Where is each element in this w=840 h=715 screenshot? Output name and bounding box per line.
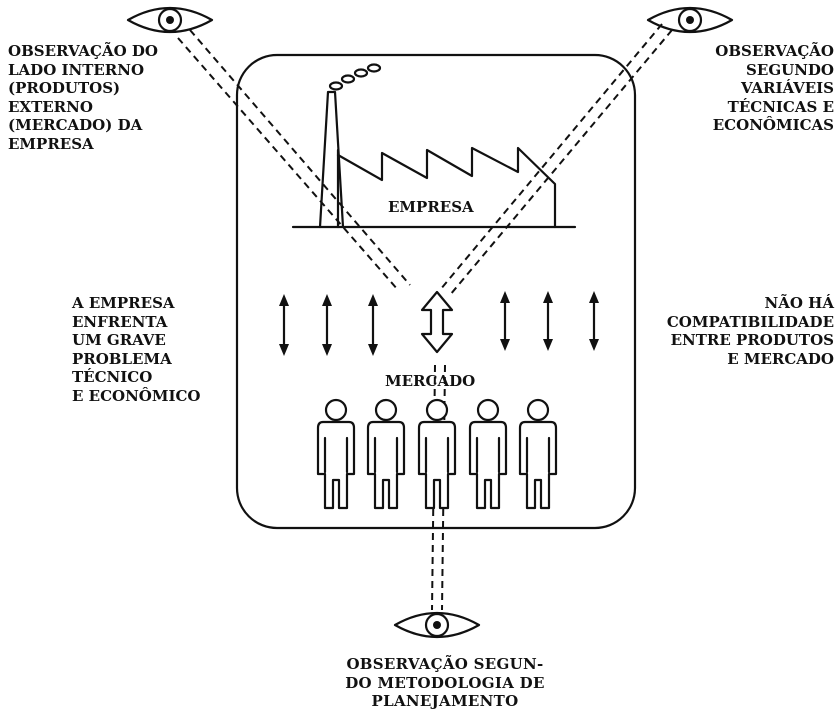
vertical-arrow — [279, 294, 289, 356]
company-frame — [235, 53, 637, 530]
eye-icon — [646, 6, 734, 34]
vertical-arrow — [368, 294, 378, 356]
observation-lines — [177, 23, 673, 611]
label-bottom: OBSERVAÇÃO SEGUN- DO METODOLOGIA DE PLAN… — [345, 655, 545, 710]
label-top-right: OBSERVAÇÃO SEGUNDO VARIÁVEIS TÉCNICAS E … — [712, 42, 834, 134]
person-icon — [518, 398, 558, 510]
label-market: MERCADO — [385, 372, 476, 390]
vertical-arrow — [543, 291, 553, 351]
label-mid-right: NÃO HÁ COMPATIBILIDADE ENTRE PRODUTOS E … — [666, 294, 834, 368]
factory-icon — [291, 63, 577, 229]
person-icon — [316, 398, 356, 510]
vertical-arrow — [322, 294, 332, 356]
eye-icon — [126, 6, 214, 34]
people-group — [316, 398, 558, 510]
person-icon — [417, 398, 457, 510]
double-arrow-icon — [420, 290, 454, 354]
label-mid-left: A EMPRESA ENFRENTA UM GRAVE PROBLEMA TÉC… — [72, 294, 201, 405]
label-top-left: OBSERVAÇÃO DO LADO INTERNO (PRODUTOS) EX… — [8, 42, 158, 153]
eye-icon — [393, 611, 481, 639]
vertical-arrow — [589, 291, 599, 351]
vertical-arrow — [500, 291, 510, 351]
person-icon — [468, 398, 508, 510]
vertical-arrows — [279, 291, 599, 356]
person-icon — [366, 398, 406, 510]
label-factory: EMPRESA — [388, 198, 474, 216]
